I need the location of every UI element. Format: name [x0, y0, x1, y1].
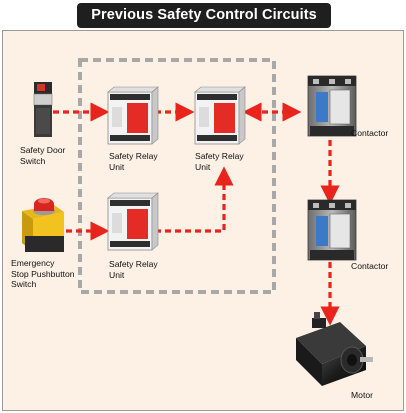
label-emergency-stop: Emergency Stop Pushbutton Switch [11, 258, 75, 289]
page-title: Previous Safety Control Circuits [77, 3, 331, 28]
label-motor: Motor [351, 390, 373, 400]
label-safety-door-switch: Safety Door Switch [20, 145, 66, 166]
contactor-2-icon [307, 199, 357, 261]
relay-group-frame [78, 58, 276, 294]
contactor-1-icon [307, 75, 357, 137]
relay-unit-2-icon [194, 86, 246, 145]
relay-unit-3-icon [107, 192, 159, 251]
label-contactor-1: Contactor [351, 128, 389, 138]
label-relay-unit-3: Safety Relay Unit [109, 259, 158, 280]
label-relay-unit-1: Safety Relay Unit [109, 151, 158, 172]
label-relay-unit-2: Safety Relay Unit [195, 151, 244, 172]
emergency-stop-icon [22, 198, 64, 252]
arrow-relay3-to-relay2 [155, 166, 234, 233]
motor-icon [296, 312, 373, 386]
label-contactor-2: Contactor [351, 261, 389, 271]
door-switch-icon [33, 82, 53, 137]
relay-unit-1-icon [107, 86, 159, 145]
